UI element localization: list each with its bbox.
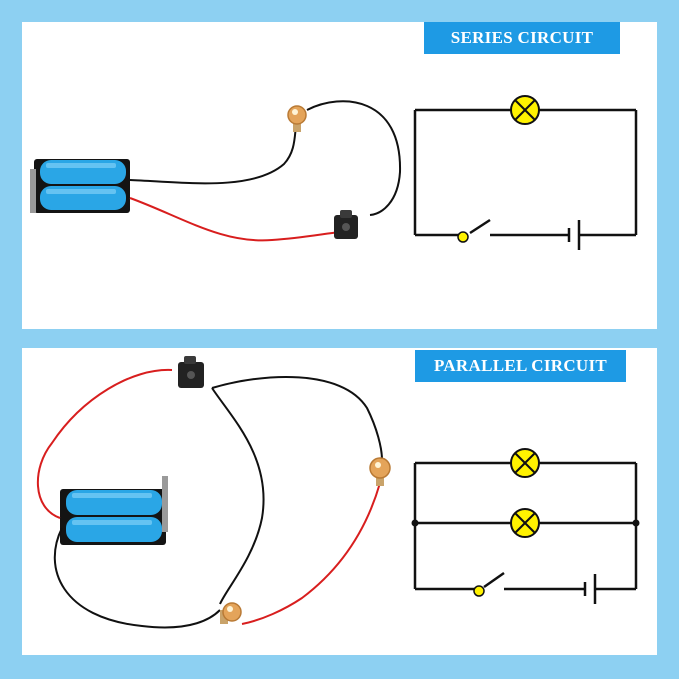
- series-schematic: [413, 108, 638, 250]
- switch-photo: [334, 210, 358, 239]
- parallel-photo-and-schematic: [36, 356, 640, 629]
- switch-symbol: [473, 585, 485, 597]
- lamp-symbol-bottom: [510, 508, 540, 538]
- series-circuit-label: SERIES CIRCUIT: [424, 22, 620, 54]
- parallel-panel: PARALLEL CIRCUIT: [22, 348, 657, 655]
- parallel-circuit-label: PARALLEL CIRCUIT: [415, 350, 626, 382]
- bulb-photo-right: [369, 457, 391, 486]
- red-wire: [129, 197, 341, 242]
- black-wire-left: [53, 527, 221, 629]
- red-wire: [36, 368, 173, 519]
- black-wire: [129, 100, 402, 216]
- lamp-symbol-top: [510, 448, 540, 478]
- switch-photo: [178, 356, 204, 388]
- series-photo-and-schematic: [30, 95, 638, 250]
- series-panel: SERIES CIRCUIT: [22, 22, 657, 329]
- battery-pack: [60, 476, 168, 545]
- red-wire-right: [241, 482, 381, 625]
- junction-dot-right: [632, 519, 640, 527]
- junction-dot-left: [411, 519, 419, 527]
- battery-pack: [30, 159, 130, 213]
- bulb-photo: [287, 105, 307, 132]
- black-wire-loop: [211, 387, 265, 605]
- lamp-symbol: [510, 95, 540, 125]
- switch-symbol: [457, 231, 469, 243]
- black-wire-top: [211, 375, 383, 461]
- bulb-photo-bottom: [220, 602, 242, 624]
